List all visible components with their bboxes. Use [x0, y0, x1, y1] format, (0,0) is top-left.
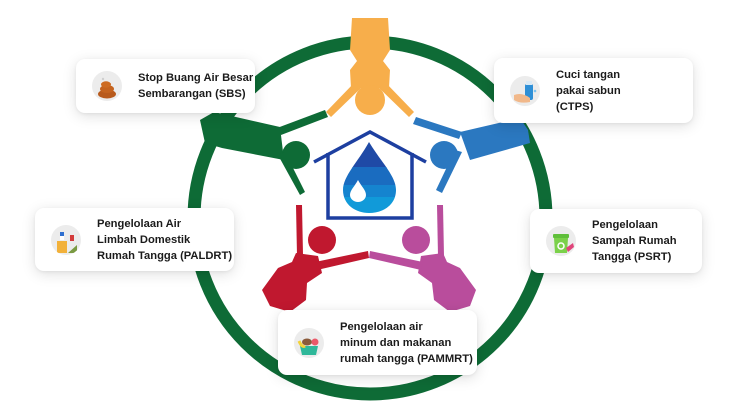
wastewater-icon [51, 224, 81, 255]
pillar-label: Cuci tangan pakai sabun (CTPS) [556, 68, 621, 113]
poop-icon [92, 71, 122, 101]
pillar-label: Pengelolaan air minum dan makanan rumah … [340, 320, 473, 365]
pillar-card-sbs: Stop Buang Air Besar Sembarangan (SBS) [76, 59, 255, 113]
recycle-bin-icon [546, 226, 576, 256]
figure-orange [326, 18, 414, 117]
hand-washing-icon [510, 75, 540, 106]
figure-red [262, 205, 369, 312]
figure-blue [413, 117, 530, 193]
pillar-card-ctps: Cuci tangan pakai sabun (CTPS) [494, 58, 693, 123]
pillar-card-pammrt: Pengelolaan air minum dan makanan rumah … [278, 310, 477, 375]
pillar-card-paldrt: Pengelolaan Air Limbah Domestik Rumah Ta… [35, 208, 234, 271]
water-drop-icon [343, 142, 396, 213]
pillar-card-psrt: Pengelolaan Sampah Rumah Tangga (PSRT) [530, 209, 702, 273]
food-basket-icon [294, 327, 324, 358]
figure-green [200, 110, 328, 195]
pillar-label: Pengelolaan Sampah Rumah Tangga (PSRT) [592, 219, 677, 263]
pillar-label: Pengelolaan Air Limbah Domestik Rumah Ta… [97, 217, 233, 262]
house-icon [313, 130, 427, 220]
figure-magenta [369, 205, 476, 312]
pillar-label: Stop Buang Air Besar Sembarangan (SBS) [138, 72, 254, 100]
